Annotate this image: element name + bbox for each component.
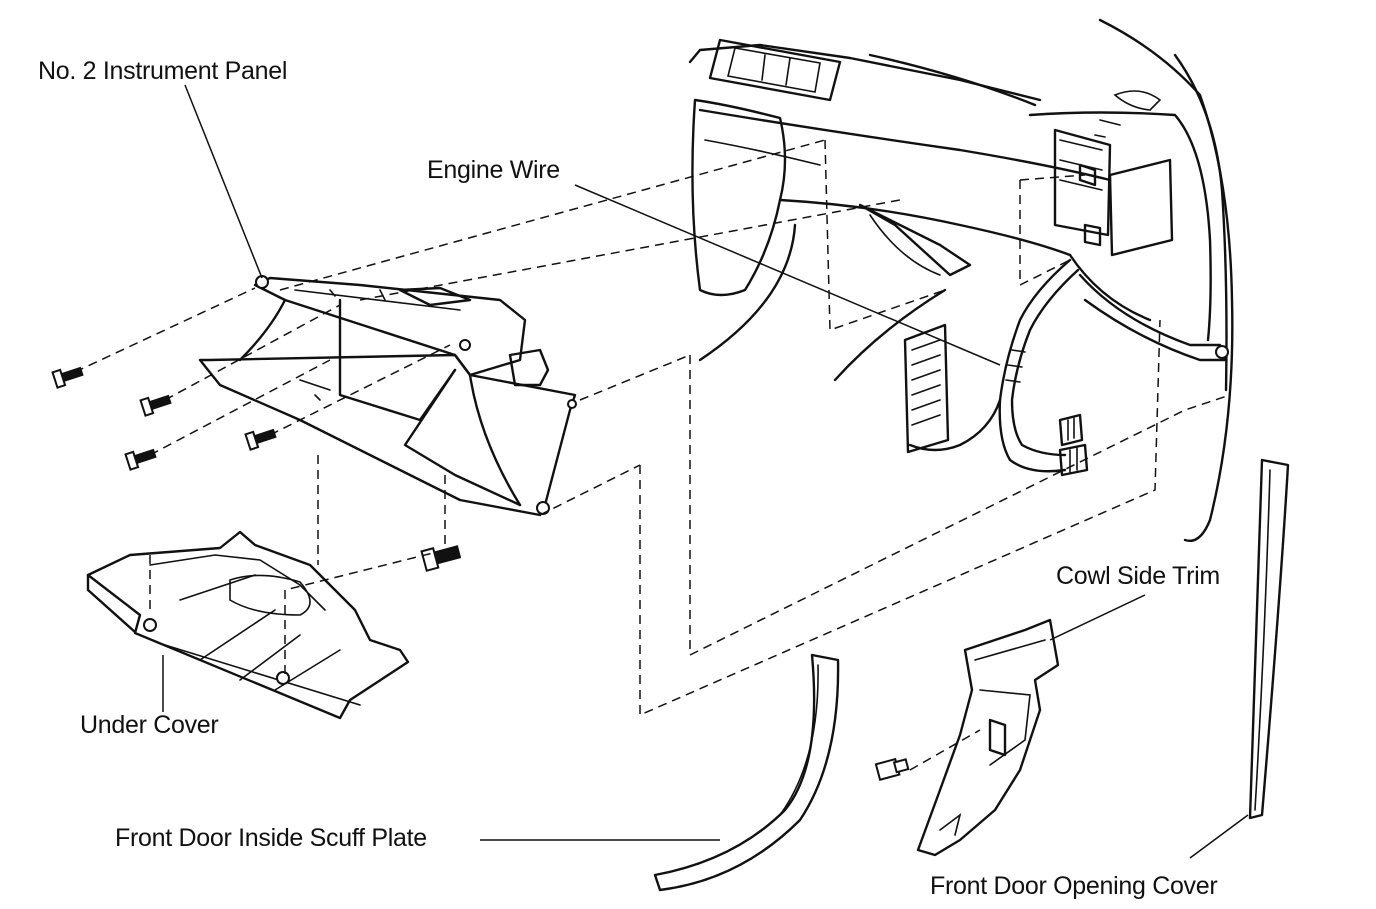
leader-lines	[162, 84, 1249, 859]
label-scuff-plate: Front Door Inside Scuff Plate	[115, 824, 427, 852]
clip-pin	[874, 757, 910, 781]
label-door-opening-cover: Front Door Opening Cover	[930, 872, 1218, 900]
screws	[51, 366, 910, 781]
scuff-plate-part	[653, 653, 840, 892]
screw-1	[51, 366, 84, 389]
dashboard-body	[688, 18, 1234, 542]
instrument-panel-part	[198, 275, 577, 517]
cowl-side-trim-part	[916, 618, 1060, 857]
clip-bolt	[420, 545, 462, 572]
label-under-cover: Under Cover	[80, 711, 219, 739]
label-cowl-side-trim: Cowl Side Trim	[1056, 562, 1220, 590]
engine-wire-harness	[903, 258, 1089, 477]
screw-3	[124, 448, 157, 471]
screw-4	[244, 428, 277, 451]
screw-2	[139, 394, 172, 417]
label-instrument-panel: No. 2 Instrument Panel	[38, 57, 288, 85]
alignment-lines	[74, 139, 1231, 771]
label-engine-wire: Engine Wire	[427, 156, 560, 184]
under-cover-part	[86, 530, 410, 720]
door-opening-cover-part	[1248, 458, 1290, 820]
